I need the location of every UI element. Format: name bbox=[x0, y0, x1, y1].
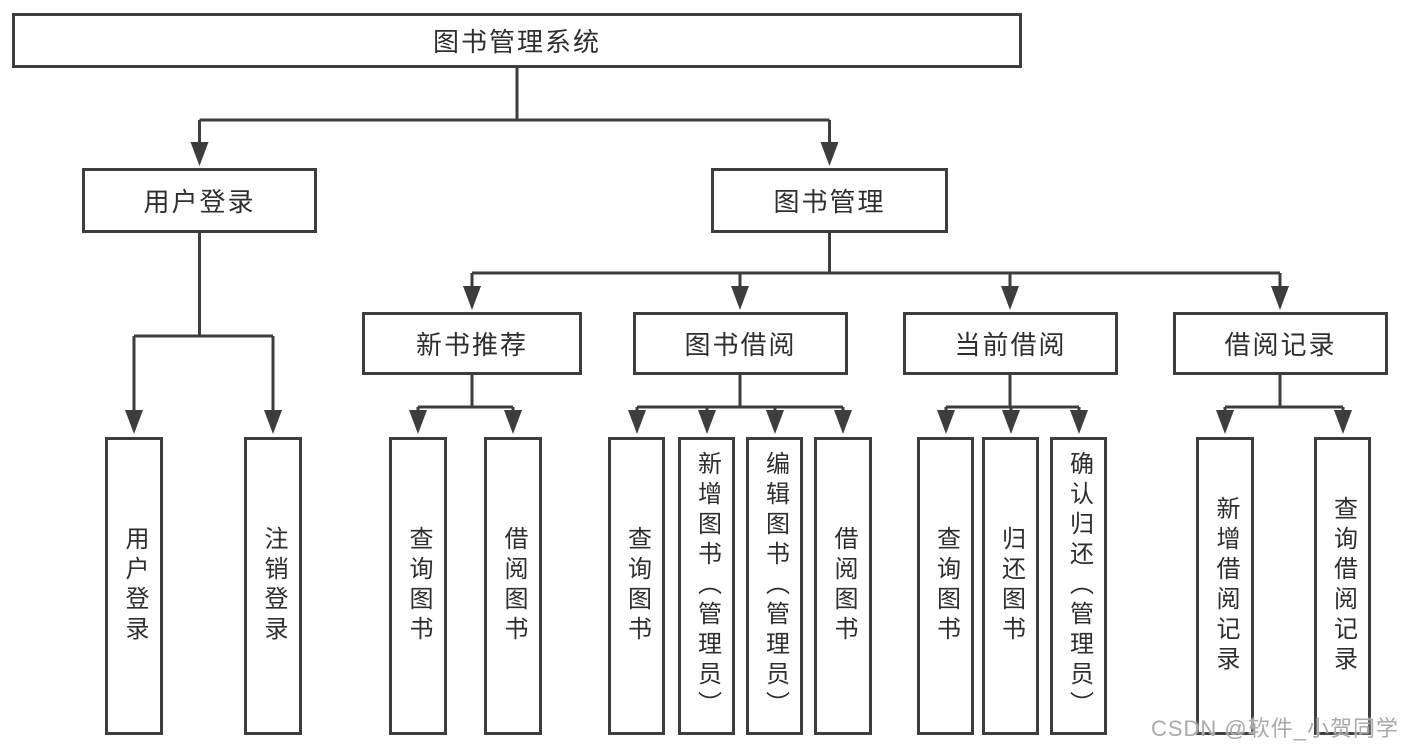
leaf-borrow-edit-books: 编辑图书（管理员） bbox=[746, 437, 803, 735]
leaf-records-add-record-label: 新增借阅记录 bbox=[1212, 496, 1239, 676]
csdn-watermark: CSDN @软件_小贺同学 bbox=[1150, 716, 1399, 741]
node-book-borrowing: 图书借阅 bbox=[633, 312, 848, 375]
node-borrow-records-label: 借阅记录 bbox=[1224, 330, 1337, 360]
leaf-current-query-books-label: 查询图书 bbox=[932, 526, 960, 646]
leaf-current-confirm-return-label: 确认归还（管理员） bbox=[1065, 451, 1093, 721]
node-book-borrowing-label: 图书借阅 bbox=[684, 330, 797, 360]
node-user-login: 用户登录 bbox=[82, 168, 317, 233]
node-book-management-label: 图书管理 bbox=[773, 187, 886, 217]
leaf-borrow-add-books-label: 新增图书（管理员） bbox=[693, 451, 721, 721]
node-root: 图书管理系统 bbox=[12, 13, 1022, 68]
leaf-records-add-record: 新增借阅记录 bbox=[1196, 437, 1254, 735]
node-new-book-recommend-label: 新书推荐 bbox=[415, 330, 528, 360]
leaf-borrow-borrow-books: 借阅图书 bbox=[814, 437, 872, 735]
node-new-book-recommend: 新书推荐 bbox=[362, 312, 582, 375]
leaf-user-login: 用户登录 bbox=[105, 437, 163, 735]
leaf-rec-borrow-books-label: 借阅图书 bbox=[500, 526, 527, 646]
leaf-current-query-books: 查询图书 bbox=[917, 437, 974, 735]
node-current-borrowing-label: 当前借阅 bbox=[954, 330, 1067, 360]
leaf-borrow-borrow-books-label: 借阅图书 bbox=[830, 526, 857, 646]
leaf-borrow-query-books: 查询图书 bbox=[608, 437, 665, 735]
node-current-borrowing: 当前借阅 bbox=[903, 312, 1118, 375]
leaf-records-query-record-label: 查询借阅记录 bbox=[1329, 496, 1357, 676]
leaf-records-query-record: 查询借阅记录 bbox=[1314, 437, 1371, 735]
leaf-current-return-books: 归还图书 bbox=[982, 437, 1039, 735]
node-root-label: 图书管理系统 bbox=[432, 27, 601, 57]
leaf-current-return-books-label: 归还图书 bbox=[997, 526, 1025, 646]
arrowheads bbox=[125, 142, 1352, 434]
node-borrow-records: 借阅记录 bbox=[1173, 312, 1388, 375]
leaf-current-confirm-return: 确认归还（管理员） bbox=[1050, 437, 1107, 735]
leaf-user-login-label: 用户登录 bbox=[121, 526, 148, 646]
leaf-borrow-add-books: 新增图书（管理员） bbox=[678, 437, 735, 735]
leaf-borrow-edit-books-label: 编辑图书（管理员） bbox=[761, 451, 789, 721]
leaf-logout: 注销登录 bbox=[244, 437, 302, 735]
leaf-logout-label: 注销登录 bbox=[260, 526, 287, 646]
leaf-rec-query-books: 查询图书 bbox=[389, 437, 447, 735]
node-user-login-label: 用户登录 bbox=[143, 187, 256, 217]
leaf-borrow-query-books-label: 查询图书 bbox=[623, 526, 651, 646]
node-book-management: 图书管理 bbox=[711, 168, 948, 233]
leaf-rec-borrow-books: 借阅图书 bbox=[484, 437, 542, 735]
leaf-rec-query-books-label: 查询图书 bbox=[405, 526, 432, 646]
